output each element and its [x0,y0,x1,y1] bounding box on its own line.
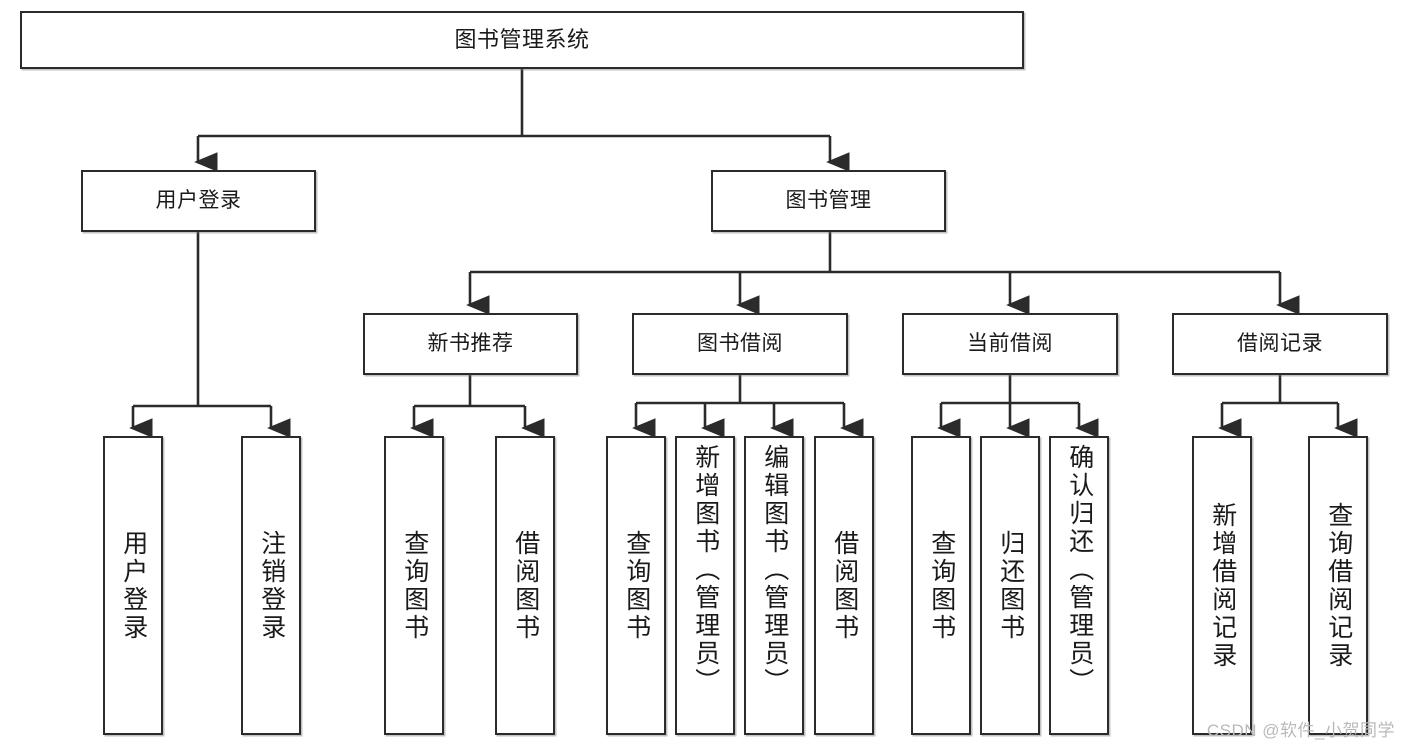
node-label: 新增图书（管理员） [691,444,720,696]
node-book-manage[interactable]: 图书管理 [711,170,946,232]
node-label: 确认归还（管理员） [1065,444,1094,696]
node-leaf-add-record[interactable]: 新增借阅记录 [1192,436,1252,735]
csdn-watermark: CSDN @软件_小贺同学 [1206,721,1395,740]
node-leaf-borrow-book-1[interactable]: 借阅图书 [495,436,555,735]
node-leaf-add-book[interactable]: 新增图书（管理员） [675,436,735,735]
node-user-login[interactable]: 用户登录 [81,170,316,232]
node-label: 编辑图书（管理员） [760,444,789,696]
node-label: 用户登录 [155,188,242,212]
node-label: 归还图书 [996,529,1025,642]
node-leaf-query-book-2[interactable]: 查询图书 [606,436,666,735]
node-label: 查询图书 [927,529,956,642]
node-label: 用户登录 [119,529,148,642]
node-book-borrow[interactable]: 图书借阅 [632,313,848,375]
node-root-system[interactable]: 图书管理系统 [20,11,1024,69]
node-leaf-edit-book[interactable]: 编辑图书（管理员） [744,436,804,735]
node-leaf-query-record[interactable]: 查询借阅记录 [1308,436,1368,735]
node-label: 图书管理 [785,188,872,212]
node-borrow-record[interactable]: 借阅记录 [1172,313,1388,375]
node-leaf-query-book-3[interactable]: 查询图书 [911,436,971,735]
node-leaf-query-book-1[interactable]: 查询图书 [384,436,444,735]
node-label: 当前借阅 [967,331,1053,355]
node-label: 借阅记录 [1237,331,1323,355]
node-label: 新书推荐 [427,331,514,355]
node-new-book-rec[interactable]: 新书推荐 [363,313,578,375]
node-label: 注销登录 [257,529,286,642]
node-label: 图书借阅 [697,331,783,355]
node-current-borrow[interactable]: 当前借阅 [902,313,1118,375]
node-label: 图书管理系统 [454,27,590,53]
node-label: 查询借阅记录 [1324,501,1353,670]
node-leaf-confirm-return[interactable]: 确认归还（管理员） [1049,436,1109,735]
node-label: 新增借阅记录 [1208,501,1237,670]
node-label: 查询图书 [622,529,651,642]
node-label: 查询图书 [400,529,429,642]
node-label: 借阅图书 [830,529,859,642]
node-leaf-user-logout[interactable]: 注销登录 [241,436,301,735]
node-leaf-borrow-book-2[interactable]: 借阅图书 [814,436,874,735]
node-leaf-user-login[interactable]: 用户登录 [103,436,163,735]
node-label: 借阅图书 [511,529,540,642]
node-leaf-return-book[interactable]: 归还图书 [980,436,1040,735]
